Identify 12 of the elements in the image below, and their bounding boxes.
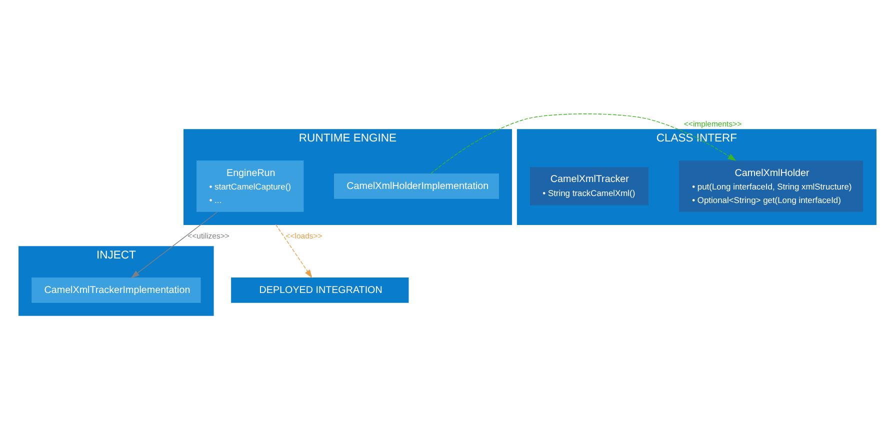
arrow	[430, 113, 736, 174]
node-box: CamelXmlHolderImplementation	[334, 173, 498, 198]
node-box: EngineRun • startCamelCapture() • ...	[196, 160, 304, 212]
edge-label: <<utilizes>>	[187, 231, 229, 240]
node-box: CamelXmlTrackerImplementation	[31, 276, 200, 302]
node-box: CamelXmlHolder • put(Long interfaceId, String xmlStructure) • Optional<String> get(Long interfaceId)	[678, 160, 863, 212]
edge-label: <<implements>>	[683, 119, 742, 128]
node-box: CamelXmlTracker • String trackCamelXml()	[529, 166, 648, 205]
node-box: DEPLOYED INTEGRATION	[230, 276, 408, 302]
arrow	[130, 211, 218, 278]
arrow	[274, 224, 312, 278]
edge-label: <<loads>>	[285, 231, 322, 240]
